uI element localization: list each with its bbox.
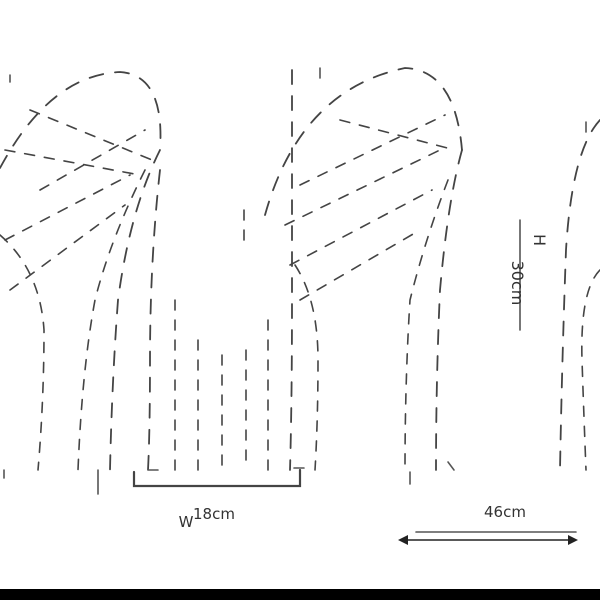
left-lamp-side-view [0,71,162,495]
right-lamp-dome-outline [264,67,463,216]
right-lamp-front-curve [294,264,319,471]
width-value-left-label: 18cm [193,505,235,523]
right-lamp-back-curve [435,149,463,471]
center-lamp-right-edge [289,69,293,471]
dimension-labels: 30cm H 18cm W 46cm [179,234,549,531]
height-value-label: 30cm [508,261,527,306]
left-lamp-slat-4 [4,174,131,241]
right-width-dimension-arrow [398,531,578,545]
left-lamp-slat-5 [9,204,126,291]
right-lamp-inner-curve [404,179,449,471]
center-lamp-base-bracket [132,468,302,488]
far-right-lamp-inner [581,269,600,471]
width-value-right-label: 46cm [484,503,526,521]
center-lamp-left-edge [147,169,161,471]
right-lamp-foot-right [447,461,455,471]
right-lamp-slat-5 [299,229,421,301]
right-lamp-slat-3 [284,149,441,226]
far-right-lamp-outline [559,119,600,471]
height-h-label: H [530,234,549,246]
center-lamp-front-view [132,69,305,488]
far-right-lamp-partial [559,119,600,471]
bottom-black-bar [0,589,600,600]
left-lamp-dome-outline [0,71,162,169]
arrow-head-right [568,535,578,545]
right-lamp-slat-1 [339,119,456,151]
width-w-left-label: W [179,513,194,531]
left-lamp-inner-curve [77,169,146,471]
right-lamp-side-view [264,67,521,485]
arrow-head-left [398,535,408,545]
left-lamp-front-curve [0,234,45,471]
right-lamp-slat-4 [289,189,433,266]
left-lamp-slat-2 [4,149,141,176]
right-lamp-slat-2 [299,114,446,186]
left-lamp-slat-1 [29,109,153,161]
left-lamp-back-curve [109,149,161,471]
left-lamp-slat-3 [39,129,146,191]
